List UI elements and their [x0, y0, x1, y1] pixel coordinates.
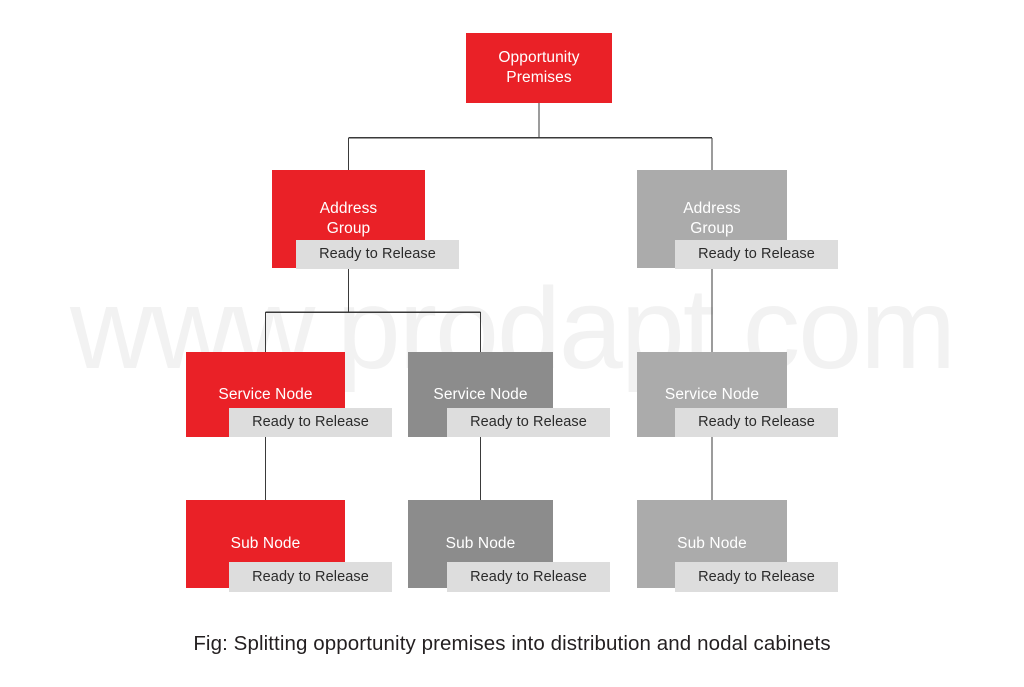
status-badge-sn-1[interactable]: Ready to Release: [229, 408, 392, 437]
status-badge-ag-right[interactable]: Ready to Release: [675, 240, 838, 269]
node-label-sn-2: Service Node: [433, 385, 528, 403]
status-badge-sub-2[interactable]: Ready to Release: [447, 562, 610, 592]
status-badge-ag-left[interactable]: Ready to Release: [296, 240, 459, 269]
status-badge-sub-3[interactable]: Ready to Release: [675, 562, 838, 592]
node-label-sn-1: Service Node: [218, 385, 313, 403]
node-label-sub-2: Sub Node: [445, 535, 516, 553]
node-label-sub-3: Sub Node: [677, 535, 747, 553]
figure-caption: Fig: Splitting opportunity premises into…: [193, 632, 831, 655]
status-badge-sub-1[interactable]: Ready to Release: [229, 562, 392, 592]
status-badge-sn-2[interactable]: Ready to Release: [447, 408, 610, 437]
node-label-sn-3: Service Node: [664, 385, 760, 403]
node-label-sub-1: Sub Node: [230, 535, 301, 553]
status-badge-sn-3[interactable]: Ready to Release: [675, 408, 838, 437]
